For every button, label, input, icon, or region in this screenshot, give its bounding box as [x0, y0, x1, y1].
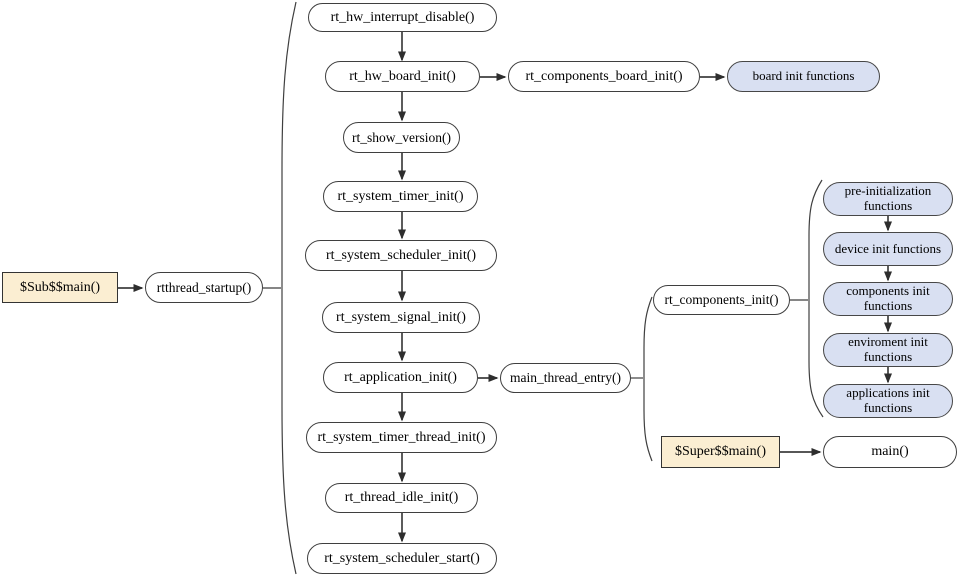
- node-rtthread-startup: rtthread_startup(): [145, 272, 263, 303]
- node-rt-thread-idle-init: rt_thread_idle_init(): [325, 483, 478, 513]
- node-enviroment-init-functions: enviroment init functions: [823, 333, 953, 367]
- brace-componentsinit-group: [808, 179, 824, 418]
- node-rt-system-signal-init: rt_system_signal_init(): [322, 302, 480, 333]
- node-rt-application-init: rt_application_init(): [323, 362, 478, 393]
- node-sub-main: $Sub$$main(): [2, 272, 118, 303]
- node-rt-system-timer-thread-init: rt_system_timer_thread_init(): [306, 422, 497, 453]
- node-rt-system-timer-init: rt_system_timer_init(): [323, 181, 478, 212]
- node-super-main: $Super$$main(): [661, 436, 780, 468]
- node-main: main(): [823, 436, 957, 468]
- node-pre-initialization-functions: pre-initialization functions: [823, 182, 953, 216]
- node-rt-hw-interrupt-disable: rt_hw_interrupt_disable(): [308, 3, 497, 32]
- node-components-init-functions: components init functions: [823, 282, 953, 316]
- node-rt-system-scheduler-start: rt_system_scheduler_start(): [307, 543, 497, 574]
- brace-startup-group: [281, 1, 297, 575]
- node-rt-hw-board-init: rt_hw_board_init(): [325, 61, 480, 92]
- node-rt-show-version: rt_show_version(): [343, 122, 460, 153]
- node-rt-system-scheduler-init: rt_system_scheduler_init(): [305, 240, 497, 271]
- node-main-thread-entry: main_thread_entry(): [500, 363, 631, 393]
- node-rt-components-board-init: rt_components_board_init(): [508, 61, 700, 92]
- node-device-init-functions: device init functions: [823, 232, 953, 266]
- brace-mainthread-group: [643, 296, 653, 462]
- node-board-init-functions: board init functions: [727, 61, 880, 92]
- node-applications-init-functions: applications init functions: [823, 384, 953, 418]
- node-rt-components-init: rt_components_init(): [653, 285, 790, 315]
